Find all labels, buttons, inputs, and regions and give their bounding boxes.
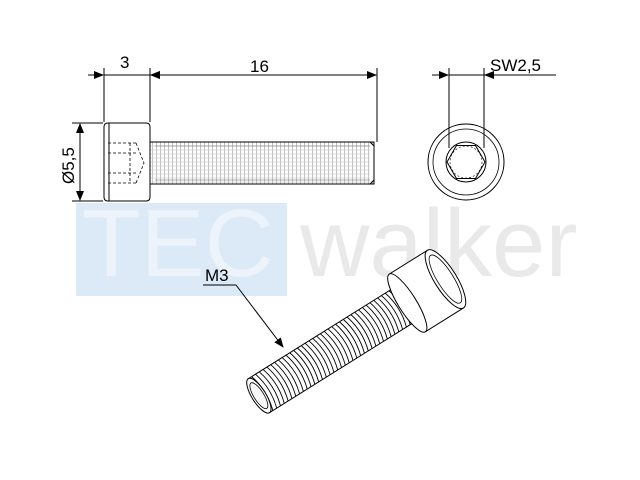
wrench-size-label: SW2,5 xyxy=(490,56,541,75)
thread-ridge xyxy=(373,299,396,335)
thread-ridge xyxy=(274,361,297,397)
wrench-size-dimension xyxy=(432,68,556,148)
thread-ridge xyxy=(369,302,392,337)
thread-ridge xyxy=(289,352,312,387)
thread-ridge xyxy=(381,295,404,330)
thread-ridge xyxy=(323,330,346,366)
thread-ridge xyxy=(266,366,289,402)
thread-ridge xyxy=(362,307,384,342)
thread-ridge xyxy=(384,292,407,328)
thread-ridge xyxy=(365,304,388,340)
watermark: TEC walker xyxy=(76,190,577,297)
thread-ridge xyxy=(350,314,373,349)
head-diameter-label: Ø5,5 xyxy=(59,147,78,184)
isometric-head-top xyxy=(424,249,467,310)
screw-tip xyxy=(369,141,375,185)
thread-ridge xyxy=(331,326,354,361)
thread-ridge xyxy=(255,373,278,409)
screw-end-view xyxy=(427,123,505,201)
isometric-shank xyxy=(247,285,419,414)
thread-ridge xyxy=(300,345,323,380)
thread-ridge xyxy=(270,364,293,399)
watermark-brand-left: TEC xyxy=(82,190,274,297)
thread-ridge xyxy=(281,357,304,392)
thread-ridge xyxy=(312,338,335,373)
thread-ridge xyxy=(293,350,316,385)
screw-side-view xyxy=(103,122,375,202)
thread-ridge xyxy=(278,359,301,394)
thread-size-callout xyxy=(203,284,284,348)
thread-ridge xyxy=(259,371,281,406)
thread-ridge xyxy=(285,354,308,390)
thread-length-label: 16 xyxy=(250,57,269,76)
thread-ridge xyxy=(320,333,342,368)
thread-ridge xyxy=(316,335,339,371)
thread-ridge xyxy=(339,321,362,356)
thread-ridge xyxy=(297,347,320,383)
thread-size-label: M3 xyxy=(205,266,229,285)
thread-ridge xyxy=(346,316,369,352)
thread-ridge xyxy=(342,319,365,354)
thread-ridge xyxy=(327,328,350,363)
thread-ridge xyxy=(358,309,381,344)
end-view-socket-circle xyxy=(445,141,487,183)
screw-shank-thread xyxy=(149,141,375,185)
head-length-label: 3 xyxy=(120,53,129,72)
thread-ridge xyxy=(377,297,400,332)
thread-ridge xyxy=(304,342,327,378)
watermark-box xyxy=(76,203,287,296)
dimension-lines xyxy=(72,68,378,202)
screw-head xyxy=(103,122,151,202)
thread-ridge xyxy=(308,340,331,375)
thread-ridge xyxy=(262,369,285,404)
thread-size-leader xyxy=(235,284,284,348)
socket-hidden-lines xyxy=(108,142,145,184)
thread-ridge xyxy=(335,323,358,359)
thread-ridge xyxy=(354,311,377,347)
hex-socket xyxy=(446,145,486,179)
screw-isometric-view xyxy=(246,249,467,414)
end-view-outer-circle xyxy=(427,123,505,201)
